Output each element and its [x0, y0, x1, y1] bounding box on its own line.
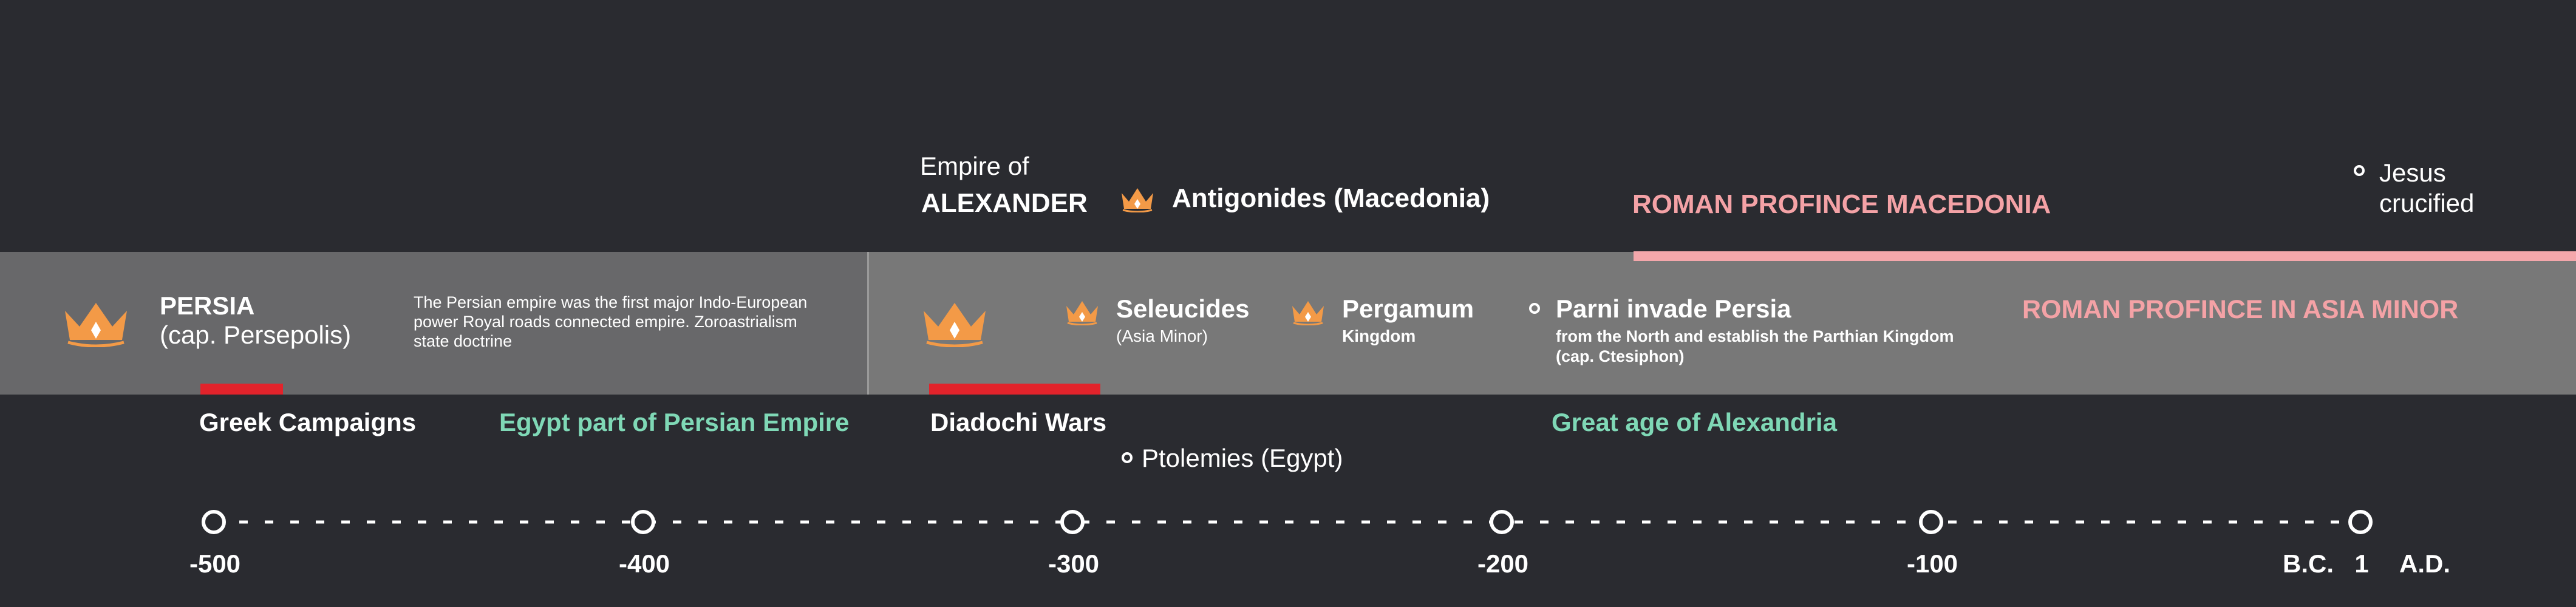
timeline-marker-icon [202, 510, 226, 534]
persia-description: The Persian empire was the first major I… [414, 293, 807, 351]
persia-band [0, 252, 868, 395]
diadochi-wars-label: Diadochi Wars [930, 408, 1107, 436]
timeline-marker-icon [1060, 510, 1085, 534]
hellenistic-band [868, 252, 2576, 395]
ptolemies-label: Ptolemies (Egypt) [1142, 444, 1343, 472]
crown-icon [924, 303, 986, 347]
persia-desc-line-1: The Persian empire was the first major I… [414, 293, 808, 311]
timeline-marker-icon [631, 510, 655, 534]
band-divider [867, 252, 869, 395]
timeline-tick-label: -100 [1906, 549, 1958, 578]
pergamum-subtitle: Kingdom [1342, 327, 1416, 345]
persia-desc-line-3: state doctrine [414, 332, 513, 350]
empire-of-label: Empire of [920, 152, 1029, 180]
jesus-label: Jesus crucified [2379, 158, 2474, 219]
event-marker-icon [1529, 303, 1540, 314]
pergamum-label: Pergamum [1342, 294, 1474, 323]
antigonides-label: Antigonides (Macedonia) [1172, 183, 1490, 213]
timeline-tick-label: -500 [189, 549, 241, 578]
parni-label: Parni invade Persia [1556, 294, 1791, 323]
event-marker-icon [1122, 452, 1133, 463]
roman-macedonia-bar [1634, 251, 2576, 261]
crown-icon [1292, 301, 1324, 325]
timeline-tick-label: -200 [1477, 549, 1529, 578]
persia-desc-line-2: power Royal roads connected empire. Zoro… [414, 313, 797, 331]
jesus-line-1: Jesus [2379, 158, 2446, 187]
persia-title: PERSIA [160, 291, 255, 320]
timeline-marker-icon [1919, 510, 1943, 534]
roman-macedonia-label: ROMAN PROFINCE MACEDONIA [1632, 189, 2051, 219]
crown-icon [1122, 188, 1153, 212]
event-marker-icon [2354, 165, 2365, 176]
alexandria-label: Great age of Alexandria [1552, 408, 1837, 436]
seleucides-subtitle: (Asia Minor) [1116, 327, 1208, 345]
egypt-persian-label: Egypt part of Persian Empire [499, 408, 850, 436]
timeline-axis [214, 520, 2360, 524]
parni-desc-line-1: from the North and establish the Parthia… [1556, 327, 1954, 345]
ad-label: A.D. [2399, 549, 2450, 578]
timeline-marker-icon [1490, 510, 1514, 534]
roman-asia-label: ROMAN PROFINCE IN ASIA MINOR [2022, 295, 2459, 324]
parni-description: from the North and establish the Parthia… [1556, 327, 1954, 367]
timeline-marker-icon [2348, 510, 2373, 534]
seleucides-label: Seleucides [1116, 294, 1250, 323]
persia-subtitle: (cap. Persepolis) [160, 320, 352, 349]
greek-campaigns-bar [200, 384, 283, 395]
crown-icon [65, 303, 127, 347]
diadochi-wars-bar [929, 384, 1100, 395]
alexander-label: ALEXANDER [921, 188, 1088, 218]
jesus-line-2: crucified [2379, 189, 2475, 217]
bc-label: B.C. [2283, 549, 2334, 578]
timeline-tick-label: -300 [1048, 549, 1100, 578]
timeline-tick-label: 1 [2354, 549, 2369, 578]
greek-campaigns-label: Greek Campaigns [199, 408, 417, 436]
parni-desc-line-2: (cap. Ctesiphon) [1556, 347, 1685, 365]
timeline-tick-label: -400 [618, 549, 670, 578]
crown-icon [1066, 301, 1098, 325]
